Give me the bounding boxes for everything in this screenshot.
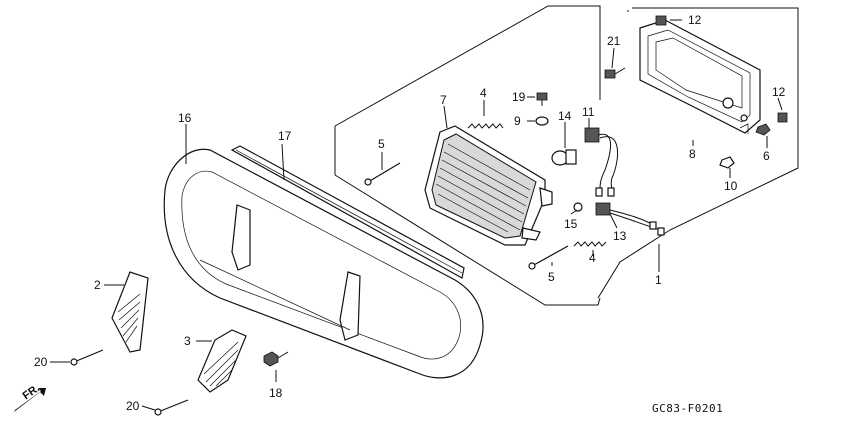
label-16: 16 — [178, 111, 192, 125]
nut-6 — [755, 123, 771, 136]
label-7: 7 — [440, 93, 447, 107]
diagram-code: GC83-F0201 — [652, 402, 723, 415]
label-20-lower: 20 — [126, 399, 140, 413]
label-9: 9 — [514, 114, 521, 128]
grille-3 — [197, 329, 247, 393]
socket-13 — [595, 202, 665, 236]
front-cover-16 — [163, 148, 484, 379]
grille-2 — [111, 271, 149, 353]
label-12-right: 12 — [772, 85, 786, 99]
label-5-lower: 5 — [548, 270, 555, 284]
label-1: 1 — [655, 273, 662, 287]
label-21: 21 — [607, 34, 621, 48]
leader-lines — [50, 19, 783, 411]
socket-11 — [584, 127, 619, 197]
label-13: 13 — [613, 229, 627, 243]
label-14: 14 — [558, 109, 572, 123]
label-2: 2 — [94, 278, 101, 292]
screw-lower — [528, 245, 569, 270]
label-4-upper: 4 — [480, 86, 487, 100]
label-12-top: 12 — [688, 13, 702, 27]
spring-lower — [573, 241, 607, 247]
label-17: 17 — [278, 129, 292, 143]
direction-label: FR. — [21, 382, 42, 402]
part-labels: 16 17 2 3 20 20 18 5 7 4 19 9 14 11 21 1… — [34, 13, 786, 413]
label-10: 10 — [724, 179, 738, 193]
spring-upper — [467, 123, 504, 129]
label-6: 6 — [763, 149, 770, 163]
headlight-case — [639, 19, 761, 134]
bolt-19 — [536, 92, 548, 106]
screw-upper — [364, 162, 401, 186]
label-4-lower: 4 — [589, 251, 596, 265]
label-15: 15 — [564, 217, 578, 231]
label-5-upper: 5 — [378, 137, 385, 151]
label-20-upper: 20 — [34, 355, 48, 369]
label-19: 19 — [512, 90, 526, 104]
label-8: 8 — [689, 147, 696, 161]
headlight-unit — [424, 125, 553, 246]
bolt-21 — [604, 67, 626, 79]
screw-20-lower — [154, 399, 189, 416]
nut-12-top — [655, 15, 667, 26]
bolt-18 — [263, 351, 289, 367]
bulb-15 — [573, 202, 583, 212]
label-18: 18 — [269, 386, 283, 400]
assembly-outline — [334, 5, 799, 306]
front-direction-arrow — [14, 388, 46, 412]
washer-9 — [535, 116, 549, 126]
seal-strip-17 — [230, 145, 465, 279]
label-3: 3 — [184, 334, 191, 348]
nut-12-right — [777, 112, 788, 123]
nut-10 — [719, 156, 735, 169]
screw-20-upper — [70, 349, 104, 366]
bulb-14 — [551, 149, 577, 166]
label-11: 11 — [582, 105, 595, 119]
